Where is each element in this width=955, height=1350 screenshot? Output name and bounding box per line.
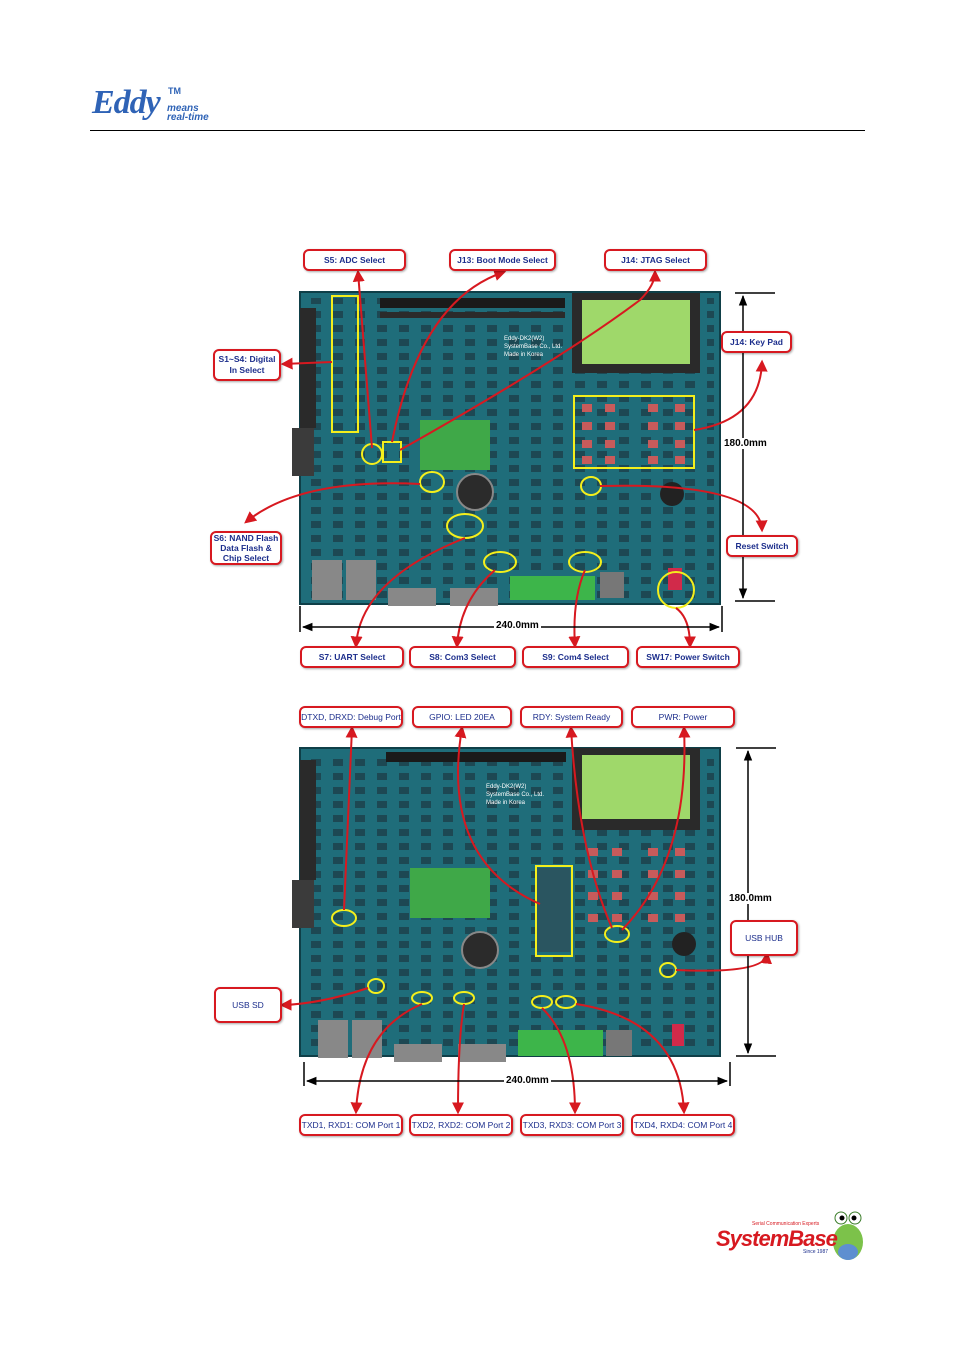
- logo-trademark: TM: [168, 86, 181, 96]
- logo-realtime: real-time: [167, 112, 209, 123]
- label-s5-adc-select: S5: ADC Select: [303, 249, 406, 271]
- label-s1-s4-line1: S1~S4: Digital: [218, 354, 276, 364]
- label-rdy-system-ready: RDY: System Ready: [520, 706, 623, 728]
- label-j14-jtag: J14: JTAG Select: [604, 249, 707, 271]
- label-sw17-power-switch: SW17: Power Switch: [636, 646, 740, 668]
- label-usb-sd: USB SD: [214, 987, 282, 1023]
- logo-tagline: means real-time: [167, 103, 209, 123]
- label-com-port-2: TXD2, RXD2: COM Port 2: [409, 1114, 513, 1136]
- board-top-silkscreen-3: Made in Korea: [504, 352, 544, 358]
- board-top-height-dimension: 180.0mm: [722, 438, 769, 449]
- board-bottom-height-dimension: 180.0mm: [727, 893, 774, 904]
- label-com-port-1: TXD1, RXD1: COM Port 1: [299, 1114, 403, 1136]
- label-debug-port: DTXD, DRXD: Debug Port: [299, 706, 403, 728]
- label-s8-com3-select: S8: Com3 Select: [409, 646, 516, 668]
- label-pwr-power: PWR: Power: [631, 706, 735, 728]
- systembase-logo: SystemBase: [716, 1226, 838, 1251]
- systembase-tagline: Serial Communication Experts: [752, 1221, 820, 1227]
- eddy-logo: Eddy: [92, 84, 161, 121]
- label-reset-switch: Reset Switch: [726, 535, 798, 557]
- board-bottom: Eddy-DK2(W2) SystemBase Co., Ltd. Made i…: [292, 747, 721, 1062]
- label-com-port-3: TXD3, RXD3: COM Port 3: [520, 1114, 624, 1136]
- board-bottom-silkscreen-1: Eddy-DK2(W2): [486, 784, 526, 790]
- label-gpio-led: GPIO: LED 20EA: [412, 706, 512, 728]
- label-usb-hub: USB HUB: [730, 920, 798, 956]
- label-j13-boot-mode: J13: Boot Mode Select: [449, 249, 556, 271]
- label-s6-line3: Chip Select: [222, 553, 270, 563]
- board-bottom-width-dimension: 240.0mm: [504, 1075, 551, 1086]
- board-top-silkscreen-2: SystemBase Co., Ltd.: [504, 344, 562, 350]
- systembase-since: Since 1987: [803, 1249, 829, 1255]
- label-com-port-4: TXD4, RXD4: COM Port 4: [631, 1114, 735, 1136]
- logo-means: means: [167, 103, 199, 114]
- board-bottom-silkscreen-3: Made in Korea: [486, 800, 526, 806]
- label-s6-line2: Data Flash &: [220, 543, 272, 553]
- header-rule: [90, 130, 865, 131]
- board-top-width-dimension: 240.0mm: [494, 620, 541, 631]
- label-s1-s4-line2: In Select: [229, 365, 265, 375]
- board-top: Eddy-DK2(W2) SystemBase Co., Ltd. Made i…: [292, 291, 721, 606]
- label-s6-line1: S6: NAND Flash: [213, 533, 279, 543]
- label-s1-s4-digital-in: S1~S4: Digital In Select: [213, 349, 281, 381]
- label-s6-nand-flash: S6: NAND Flash Data Flash & Chip Select: [210, 531, 282, 565]
- label-j14-keypad: J14: Key Pad: [721, 331, 792, 353]
- board-top-callout-arrows: [244, 269, 768, 649]
- board-bottom-callout-arrows: [279, 725, 772, 1115]
- frog-mascot-icon: [833, 1211, 863, 1260]
- board-top-silkscreen-1: Eddy-DK2(W2): [504, 336, 544, 342]
- board-bottom-silkscreen-2: SystemBase Co., Ltd.: [486, 792, 544, 798]
- label-s7-uart-select: S7: UART Select: [300, 646, 404, 668]
- label-s9-com4-select: S9: Com4 Select: [522, 646, 629, 668]
